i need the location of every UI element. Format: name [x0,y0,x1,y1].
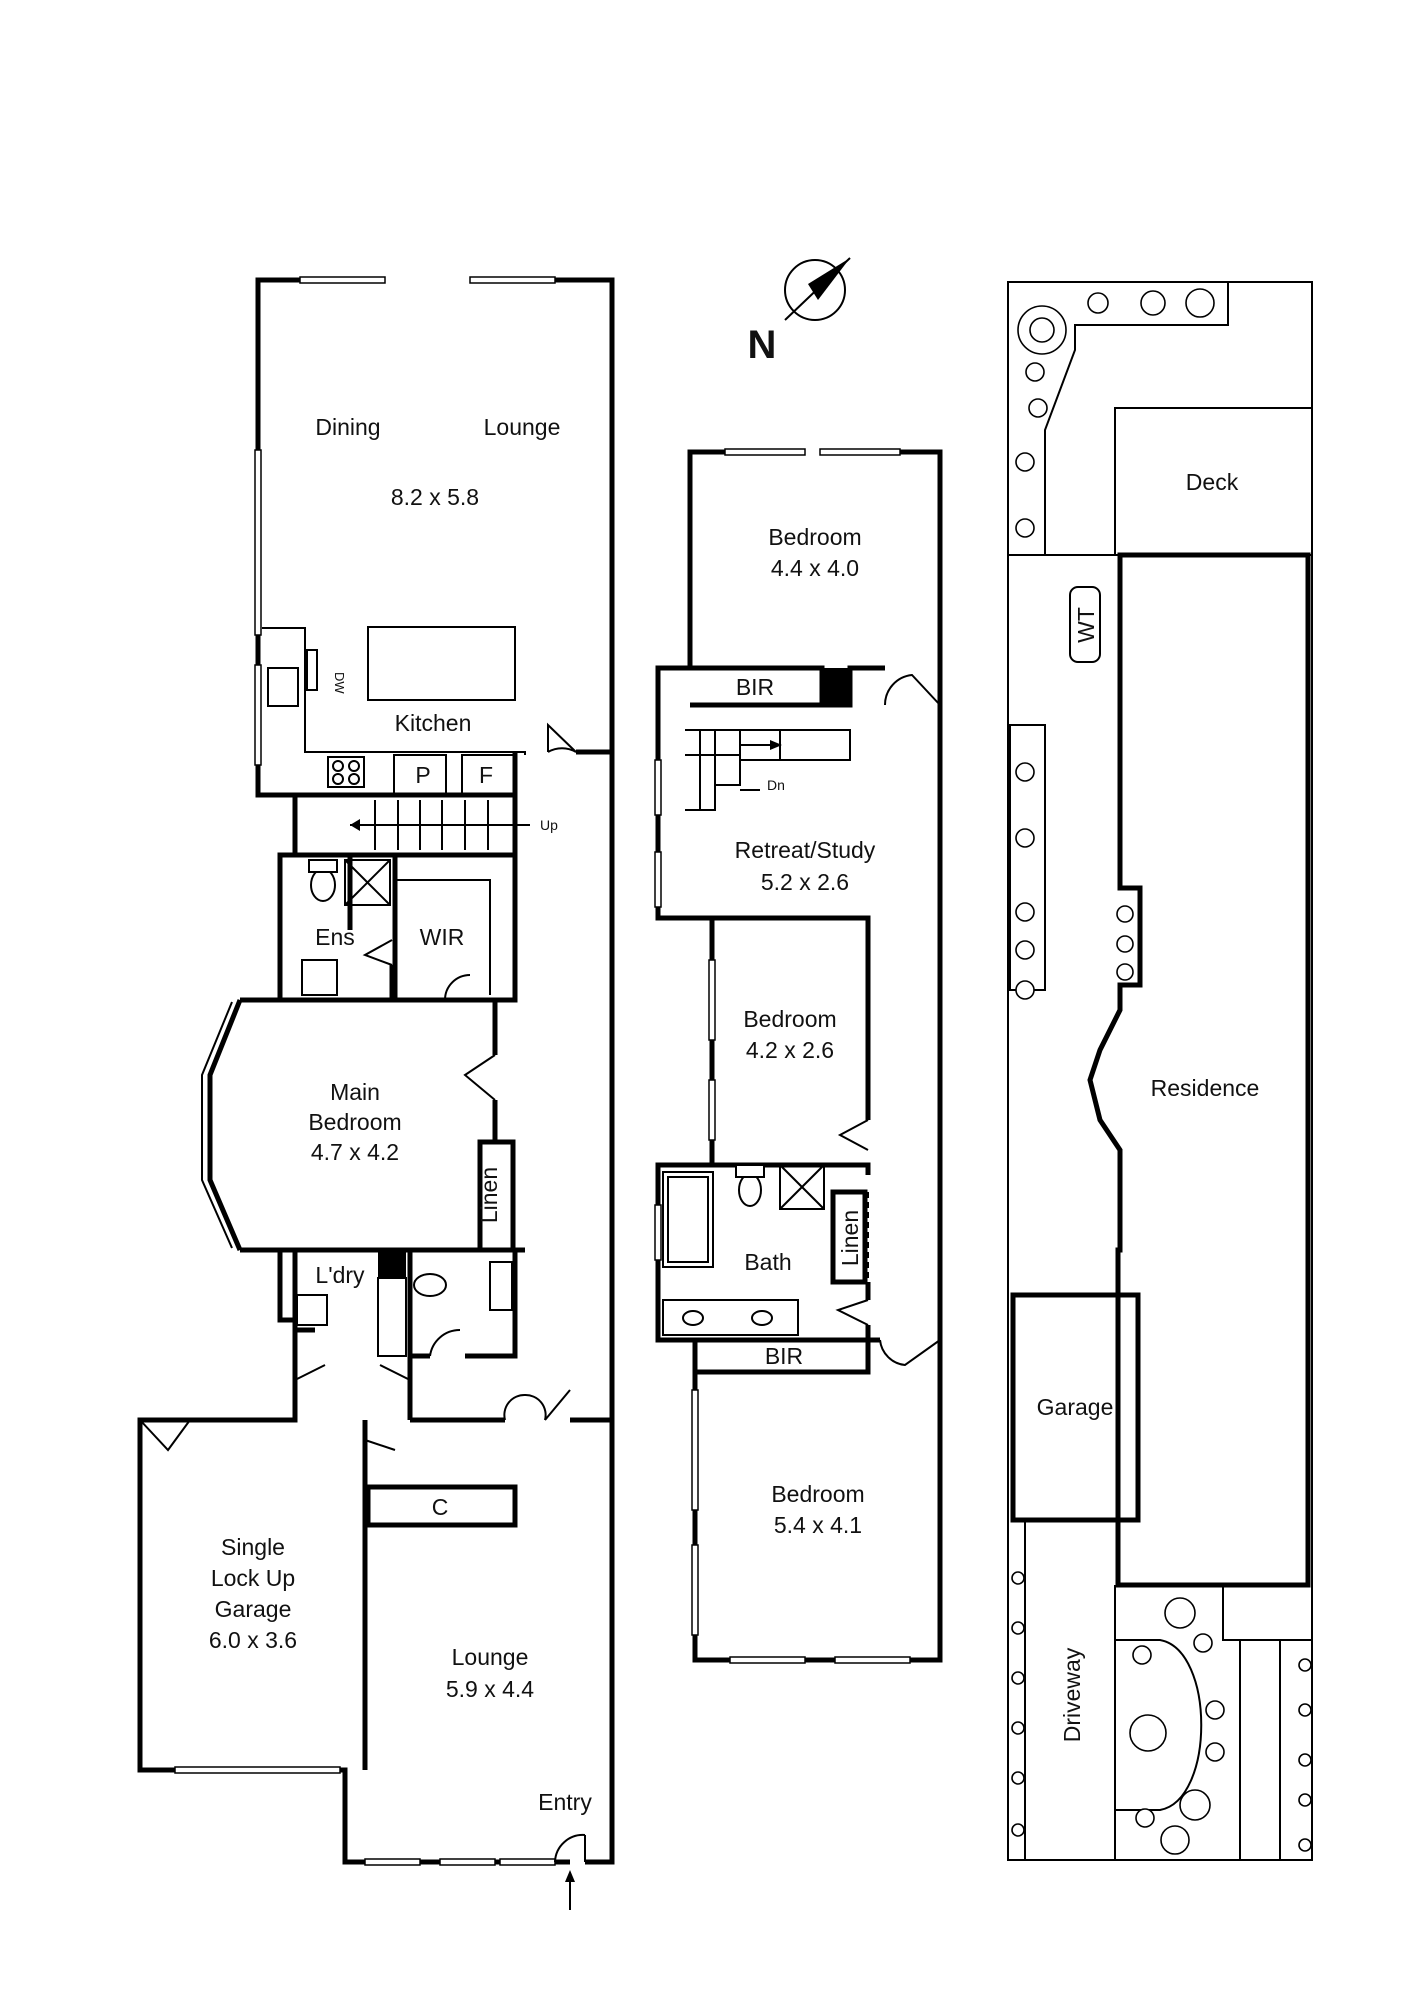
garage-label-2: Lock Up [211,1565,295,1591]
room-lounge-front-label: Lounge [452,1644,529,1670]
laundry-tub-icon [296,1294,328,1326]
site-water-tank-label: WT [1073,607,1099,643]
bedroom3-dimensions: 5.4 x 4.1 [774,1512,862,1538]
site-deck-label: Deck [1186,469,1239,495]
entry-label: Entry [538,1789,592,1815]
room-dining-label: Dining [315,414,380,440]
room-lounge-rear-label: Lounge [484,414,561,440]
garage-label-1: Single [221,1534,285,1560]
compass-ring-icon [784,259,846,321]
site-plan: Deck WT Residence Garage Driveway [1007,281,1313,1861]
compass: N [748,257,851,367]
stairs-down-label: Dn [767,777,785,793]
linen-upper-label: Linen [837,1210,863,1266]
dishwasher-label: DW [332,672,347,694]
wc-icon [413,1273,447,1297]
room-laundry-label: L'dry [315,1262,365,1288]
tree-icons [1011,288,1312,1855]
kitchen-island [367,626,516,701]
room-main-bedroom-label-1: Main [330,1079,380,1105]
basin-icon [301,959,338,996]
first-floor-plan: Bedroom 4.4 x 4.0 BIR Dn Retreat/Study 5… [654,448,943,1664]
garage-label-3: Garage [215,1596,292,1622]
garage-dimensions: 6.0 x 3.6 [209,1627,297,1653]
bedroom1-dimensions: 4.4 x 4.0 [771,555,859,581]
room-kitchen-label: Kitchen [395,710,472,736]
bathtub-icon [662,1171,714,1268]
bir2-label: BIR [765,1343,803,1369]
room-ensuite-label: Ens [315,924,355,950]
retreat-dimensions: 5.2 x 2.6 [761,869,849,895]
sink-icon [267,667,299,707]
room-bedroom3-label: Bedroom [771,1481,864,1507]
water-tank [1069,586,1101,663]
bir1-label: BIR [736,674,774,700]
living-dimensions: 8.2 x 5.8 [391,484,479,510]
compass-arrow-icon [808,258,850,300]
fridge-label: F [479,762,493,788]
window [254,664,262,766]
room-main-bedroom-label-2: Bedroom [308,1109,401,1135]
site-garage-label: Garage [1037,1394,1114,1420]
room-bedroom2-label: Bedroom [743,1006,836,1032]
shower-icon [344,859,391,906]
stairs-up-label: Up [540,817,558,833]
compass-north-label: N [748,323,777,367]
window [299,276,386,284]
room-wir-label: WIR [420,924,465,950]
cupboard-label: C [432,1494,449,1520]
window [469,276,556,284]
lounge-front-dimensions: 5.9 x 4.4 [446,1676,534,1702]
window [254,449,262,636]
site-garage [1010,1292,1141,1523]
site-residence-label: Residence [1151,1075,1260,1101]
residence [1087,552,1311,1588]
room-bedroom1-label: Bedroom [768,524,861,550]
main-bedroom-dimensions: 4.7 x 4.2 [311,1139,399,1165]
room-retreat-label: Retreat/Study [735,837,876,863]
room-bath-label: Bath [744,1249,791,1275]
ground-floor-plan: DW [137,276,615,1910]
site-boundary [1007,281,1313,1861]
toilet-icon [310,868,336,902]
pantry-label: P [415,762,430,788]
bedroom2-dimensions: 4.2 x 2.6 [746,1037,834,1063]
linen-label: Linen [476,1167,502,1223]
site-driveway-label: Driveway [1059,1647,1085,1742]
